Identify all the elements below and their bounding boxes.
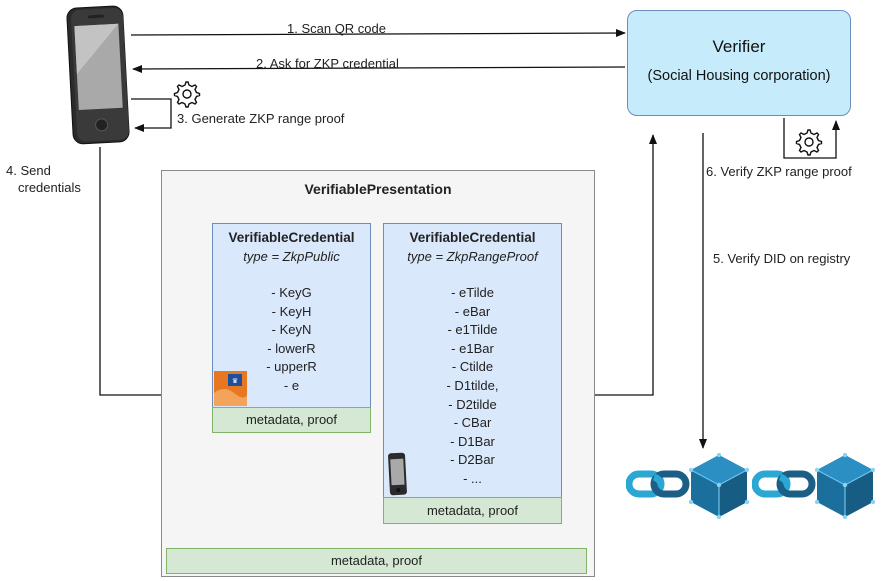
blockchain-cube-icon <box>689 453 749 519</box>
list-item: - lowerR <box>267 340 316 356</box>
list-item: - eTilde <box>451 285 494 300</box>
credential-range-type: type = ZkpRangeProof <box>407 249 538 264</box>
line-send-credentials <box>99 147 161 396</box>
list-item: - D2tilde <box>448 396 497 412</box>
list-item: - e <box>283 377 300 393</box>
credential-range-box: VerifiableCredential type = ZkpRangeProo… <box>383 223 562 498</box>
list-item: - D1tilde, <box>446 377 499 393</box>
credential-range-meta: metadata, proof <box>383 497 562 524</box>
blockchain-cube-icon <box>815 453 875 519</box>
list-item: - KeyN <box>271 322 312 338</box>
list-item: - e1Bar <box>451 340 494 356</box>
smartphone-icon <box>66 5 130 145</box>
list-item: - KeyG <box>271 285 312 300</box>
presentation-title: VerifiablePresentation <box>304 181 452 197</box>
smartphone-icon <box>388 452 407 496</box>
step-4-label-line2: credentials <box>18 180 81 195</box>
credential-public-title: VerifiableCredential <box>228 230 355 245</box>
svg-text:♛: ♛ <box>232 377 238 385</box>
list-item: - eBar <box>454 303 491 319</box>
chain-link-icon <box>752 470 816 498</box>
credential-public-type: type = ZkpPublic <box>243 249 340 264</box>
list-item: - KeyH <box>271 303 312 319</box>
step-3-label: 3. Generate ZKP range proof <box>177 111 345 126</box>
arrow-scan-qr <box>130 29 626 38</box>
presentation-meta: metadata, proof <box>166 548 587 574</box>
verifier-subtitle: (Social Housing corporation) <box>647 68 831 84</box>
step-1-label: 1. Scan QR code <box>287 21 386 36</box>
list-item: - D2Bar <box>450 452 495 468</box>
list-item: - ... <box>463 470 482 486</box>
gear-icon <box>795 129 823 156</box>
list-item: - upperR <box>266 359 317 375</box>
arrow-vp-to-verifier <box>595 134 657 396</box>
list-item: - CBar <box>453 415 492 431</box>
step-6-label: 6. Verify ZKP range proof <box>706 164 852 179</box>
verifier-title: Verifier <box>712 37 766 56</box>
chain-link-icon <box>626 470 690 498</box>
arrow-ask-zkp <box>132 64 626 73</box>
issuer-logo-icon: ♛ <box>214 371 247 406</box>
credential-range-title: VerifiableCredential <box>409 230 536 245</box>
list-item: - D1Bar <box>450 433 495 449</box>
step-2-label: 2. Ask for ZKP credential <box>256 56 399 71</box>
step-4-label-line1: 4. Send <box>6 163 51 178</box>
verifier-box <box>627 10 851 116</box>
list-item: - Ctilde <box>451 359 494 375</box>
credential-public-meta: metadata, proof <box>212 407 371 433</box>
list-item: - e1Tilde <box>447 322 498 338</box>
arrow-generate-proof <box>131 98 172 132</box>
credential-range-items: - eTilde - eBar - e1Tilde - e1Bar - Ctil… <box>384 284 561 489</box>
gear-icon <box>173 81 201 108</box>
arrow-verify-range-proof <box>783 118 840 159</box>
step-5-label: 5. Verify DID on registry <box>713 251 851 266</box>
credential-public-items: - KeyG - KeyH - KeyN - lowerR - upperR -… <box>213 284 370 396</box>
